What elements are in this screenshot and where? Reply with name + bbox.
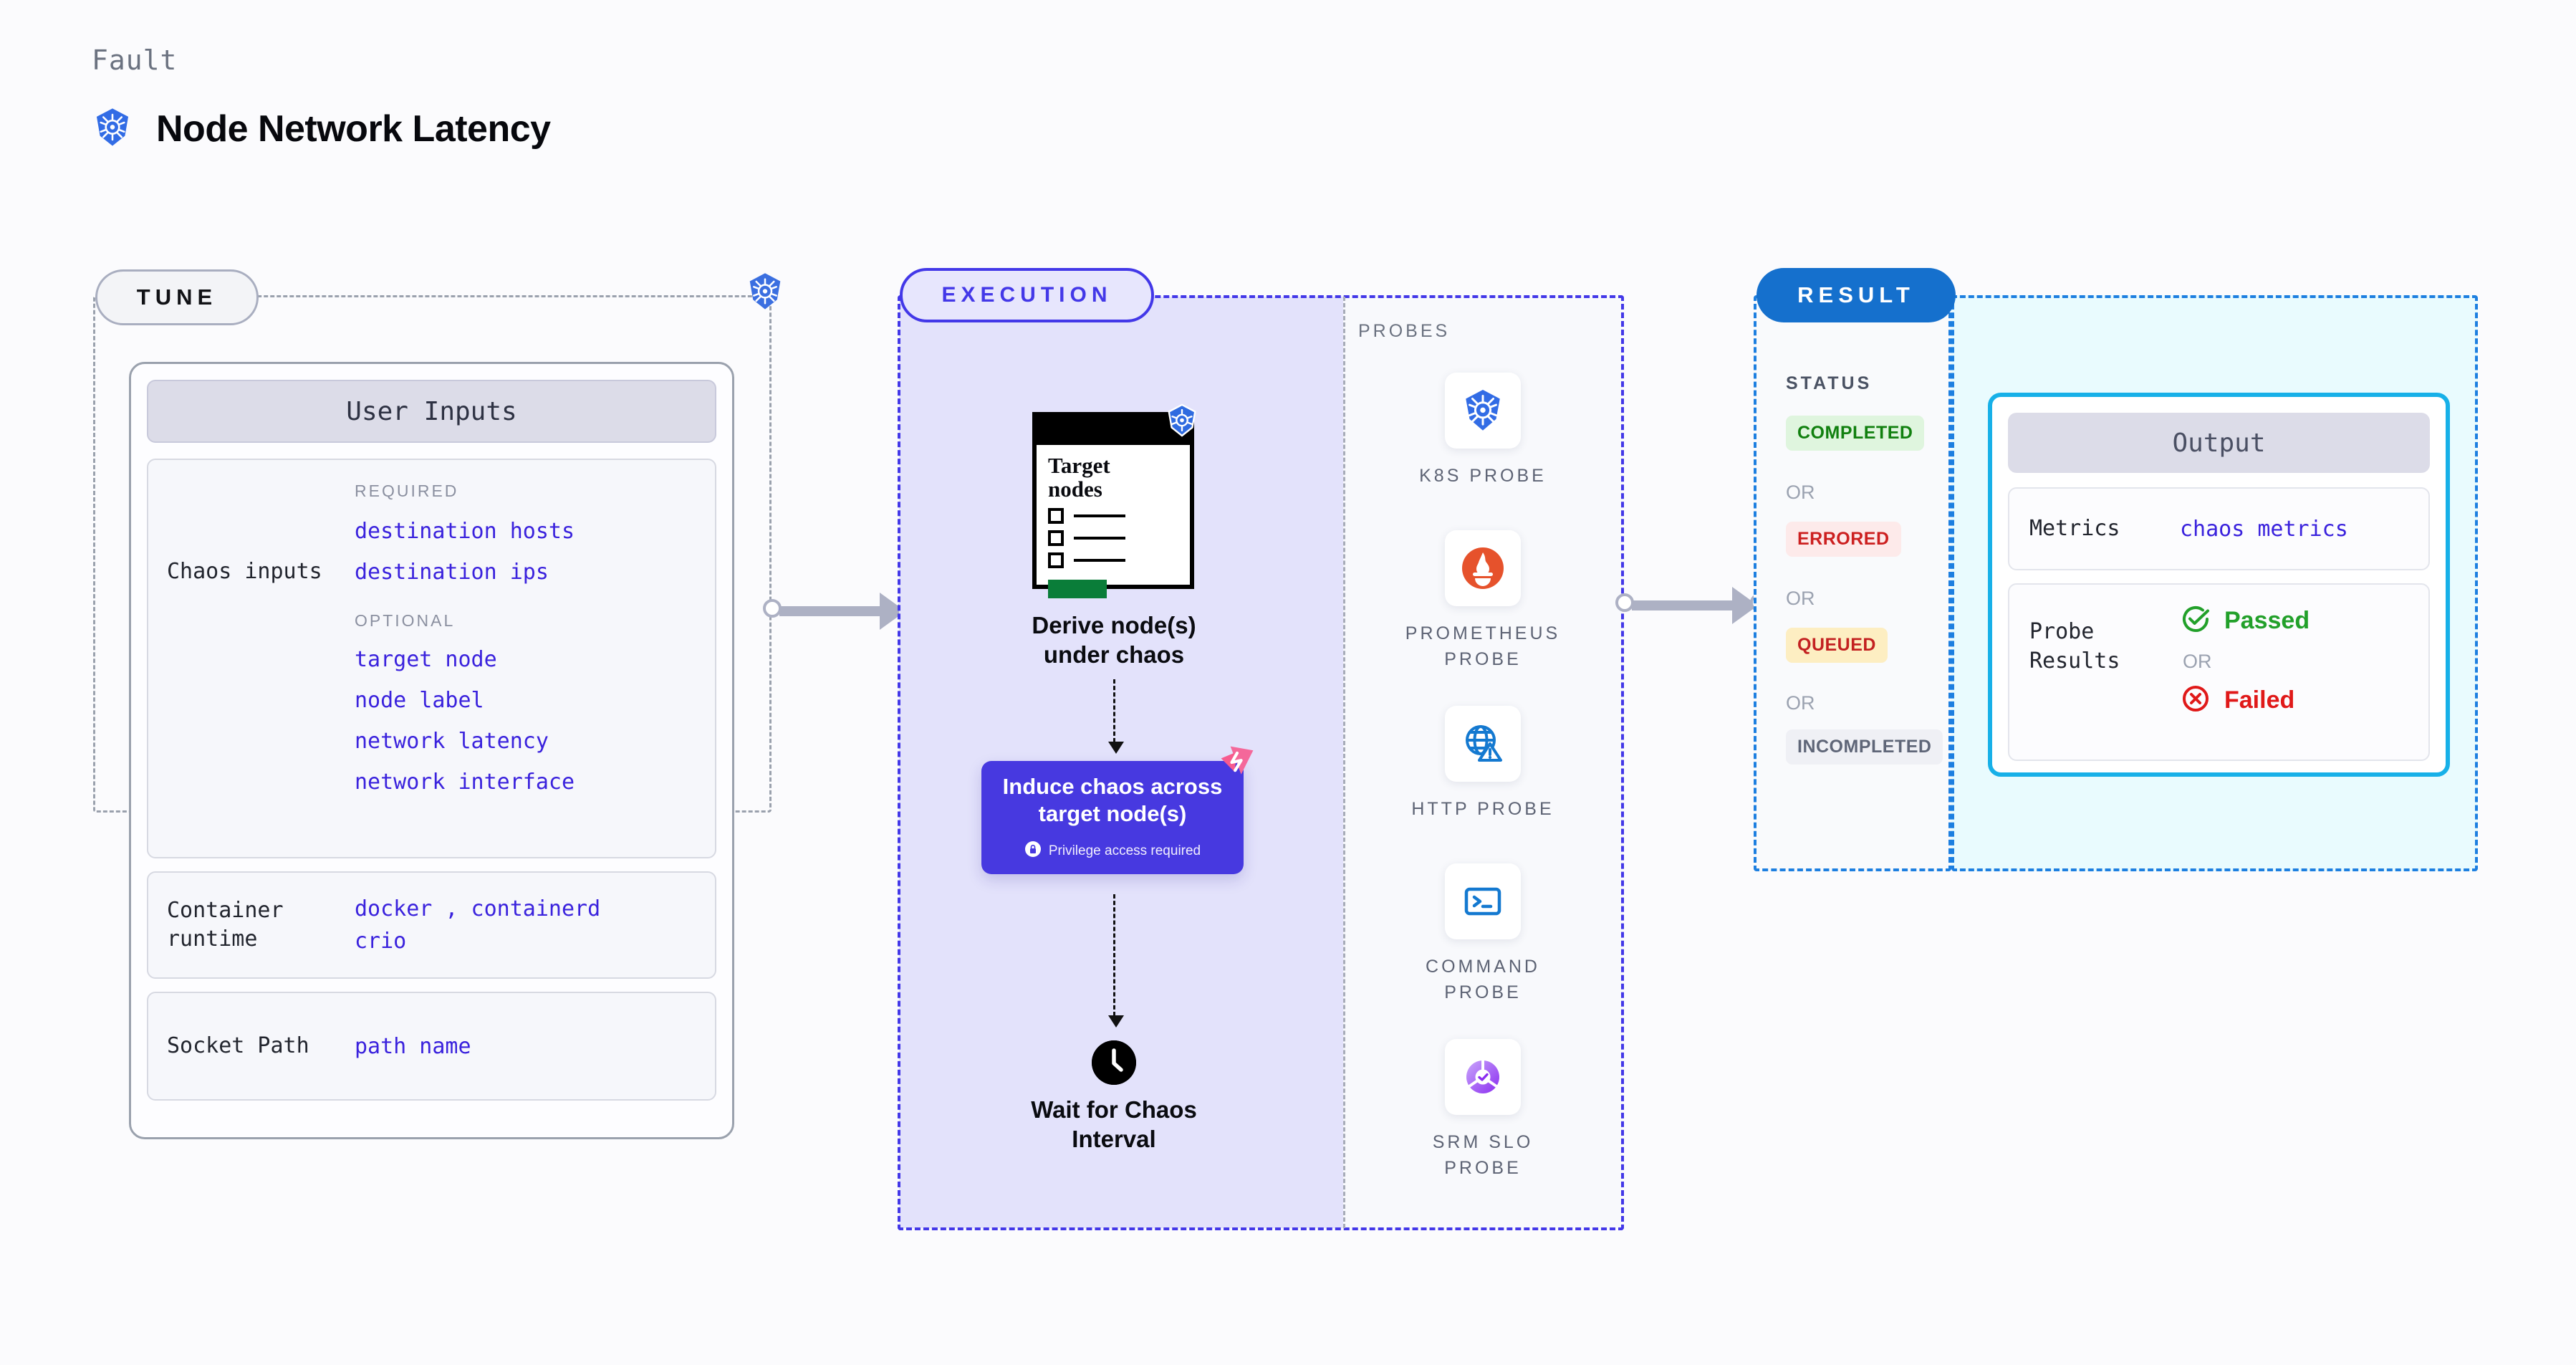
connector-dot-left [1615,593,1634,612]
wait-for-chaos-caption: Wait for Chaos Interval [1031,1096,1197,1153]
status-badge-errored: ERRORED [1786,522,1901,557]
socket-path-label: Socket Path [167,1033,309,1058]
slo-gauge-icon [1445,1039,1521,1115]
execution-probes-divider [1343,297,1345,1228]
derive-nodes-caption: Derive node(s) under chaos [1032,612,1196,669]
required-caption: REQUIRED [355,482,459,500]
status-badge-incompleted: INCOMPLETED [1786,729,1943,765]
optional-caption: OPTIONAL [355,611,456,630]
probe-results-label: Probe Results [2029,619,2120,674]
status-or-1: OR [1786,482,1815,503]
kubernetes-icon [1445,373,1521,449]
probe-result-failed: Failed [2180,683,2408,717]
output-card: Output Metrics chaos metrics Probe Resul… [1988,393,2450,777]
status-or-2: OR [1786,588,1815,609]
metrics-label: Metrics [2029,515,2120,541]
input-node-label[interactable]: node label [355,688,484,713]
metrics-row: Metrics chaos metrics [2008,487,2430,570]
flow-arrow-1 [1108,679,1124,754]
prometheus-icon [1445,530,1521,606]
probe-http[interactable]: HTTP PROBE [1375,706,1590,822]
terminal-icon [1445,863,1521,939]
input-destination-hosts[interactable]: destination hosts [355,519,575,544]
input-destination-ips[interactable]: destination ips [355,560,549,585]
status-or-3: OR [1786,692,1815,714]
probe-name: HTTP PROBE [1411,799,1554,819]
check-circle-icon [2180,603,2211,638]
input-network-interface[interactable]: network interface [355,770,575,795]
privilege-note: Privilege access required [1024,840,1201,862]
probe-name: PROMETHEUS PROBE [1405,623,1561,670]
document-titlebar [1037,416,1190,445]
kubernetes-icon [745,271,785,315]
probe-name: COMMAND PROBE [1426,957,1540,1003]
socket-path-value[interactable]: path name [355,1033,471,1059]
text-rule [1074,514,1125,517]
probe-srm-slo[interactable]: SRM SLO PROBE [1375,1039,1590,1182]
document-green-bar [1048,579,1107,598]
x-circle-icon [2180,683,2211,717]
document-title: Target nodes [1048,453,1110,502]
result-pill[interactable]: RESULT [1756,268,1956,322]
status-badge-queued: QUEUED [1786,628,1888,663]
probe-command[interactable]: COMMAND PROBE [1375,863,1590,1006]
input-target-node[interactable]: target node [355,647,497,672]
chaos-inputs-label: Chaos inputs [167,559,322,584]
document-checkbox-row [1037,552,1190,568]
document-checkbox-row [1037,530,1190,546]
status-badge-completed: COMPLETED [1786,416,1925,451]
metrics-value[interactable]: chaos metrics [2180,516,2348,542]
probe-result-or: OR [2183,651,2212,672]
execution-panel-border [898,295,1624,1230]
user-inputs-card-title: User Inputs [147,380,716,443]
text-rule [1074,558,1125,562]
induce-chaos-card[interactable]: Induce chaos across target node(s) Privi… [981,761,1244,874]
output-card-title: Output [2008,413,2430,473]
probe-prometheus[interactable]: PROMETHEUS PROBE [1375,530,1590,673]
clock-icon [1092,1040,1136,1085]
connector-line [1632,600,1732,610]
passed-label: Passed [2224,606,2310,634]
container-runtime-values-2[interactable]: crio [355,929,407,954]
checkbox-icon [1048,530,1064,546]
socket-path-row: Socket Path path name [147,992,716,1101]
litmus-icon [1217,742,1257,785]
probe-name: K8S PROBE [1419,466,1547,486]
target-nodes-document-icon: Target nodes [1032,412,1194,598]
status-label: STATUS [1786,373,1873,393]
page-header: Fault Node [92,44,551,152]
tune-pill[interactable]: TUNE [95,269,259,325]
container-runtime-values-1[interactable]: docker , containerd [355,896,601,921]
kubernetes-icon [92,106,133,152]
input-network-latency[interactable]: network latency [355,729,549,754]
connector-dot-left [763,599,782,618]
probe-name: SRM SLO PROBE [1432,1132,1534,1179]
failed-label: Failed [2224,686,2295,714]
lock-icon [1024,840,1042,862]
chaos-inputs-row: Chaos inputs REQUIRED destination hosts … [147,459,716,858]
flow-arrow-2 [1108,894,1124,1028]
probe-result-passed: Passed [2180,603,2408,638]
probe-results-row: Probe Results Passed OR [2008,583,2430,761]
induce-chaos-title: Induce chaos across target node(s) [1002,774,1223,826]
user-inputs-card: User Inputs Chaos inputs REQUIRED destin… [129,362,734,1139]
page-title: Node Network Latency [156,108,551,150]
text-rule [1074,536,1125,540]
fault-eyebrow: Fault [92,44,178,76]
document-checkbox-row [1037,507,1190,524]
connector-line [779,606,880,616]
result-status-area-border [1754,295,1951,871]
container-runtime-label: Container runtime [167,897,284,952]
title-row: Node Network Latency [92,106,551,152]
probes-label: PROBES [1358,321,1451,341]
execution-pill[interactable]: EXECUTION [900,268,1154,322]
checkbox-icon [1048,507,1064,524]
checkbox-icon [1048,552,1064,568]
globe-warning-icon [1445,706,1521,782]
container-runtime-row: Container runtime docker , containerd cr… [147,871,716,979]
kubernetes-icon [1165,403,1199,441]
probe-k8s[interactable]: K8S PROBE [1375,373,1590,489]
